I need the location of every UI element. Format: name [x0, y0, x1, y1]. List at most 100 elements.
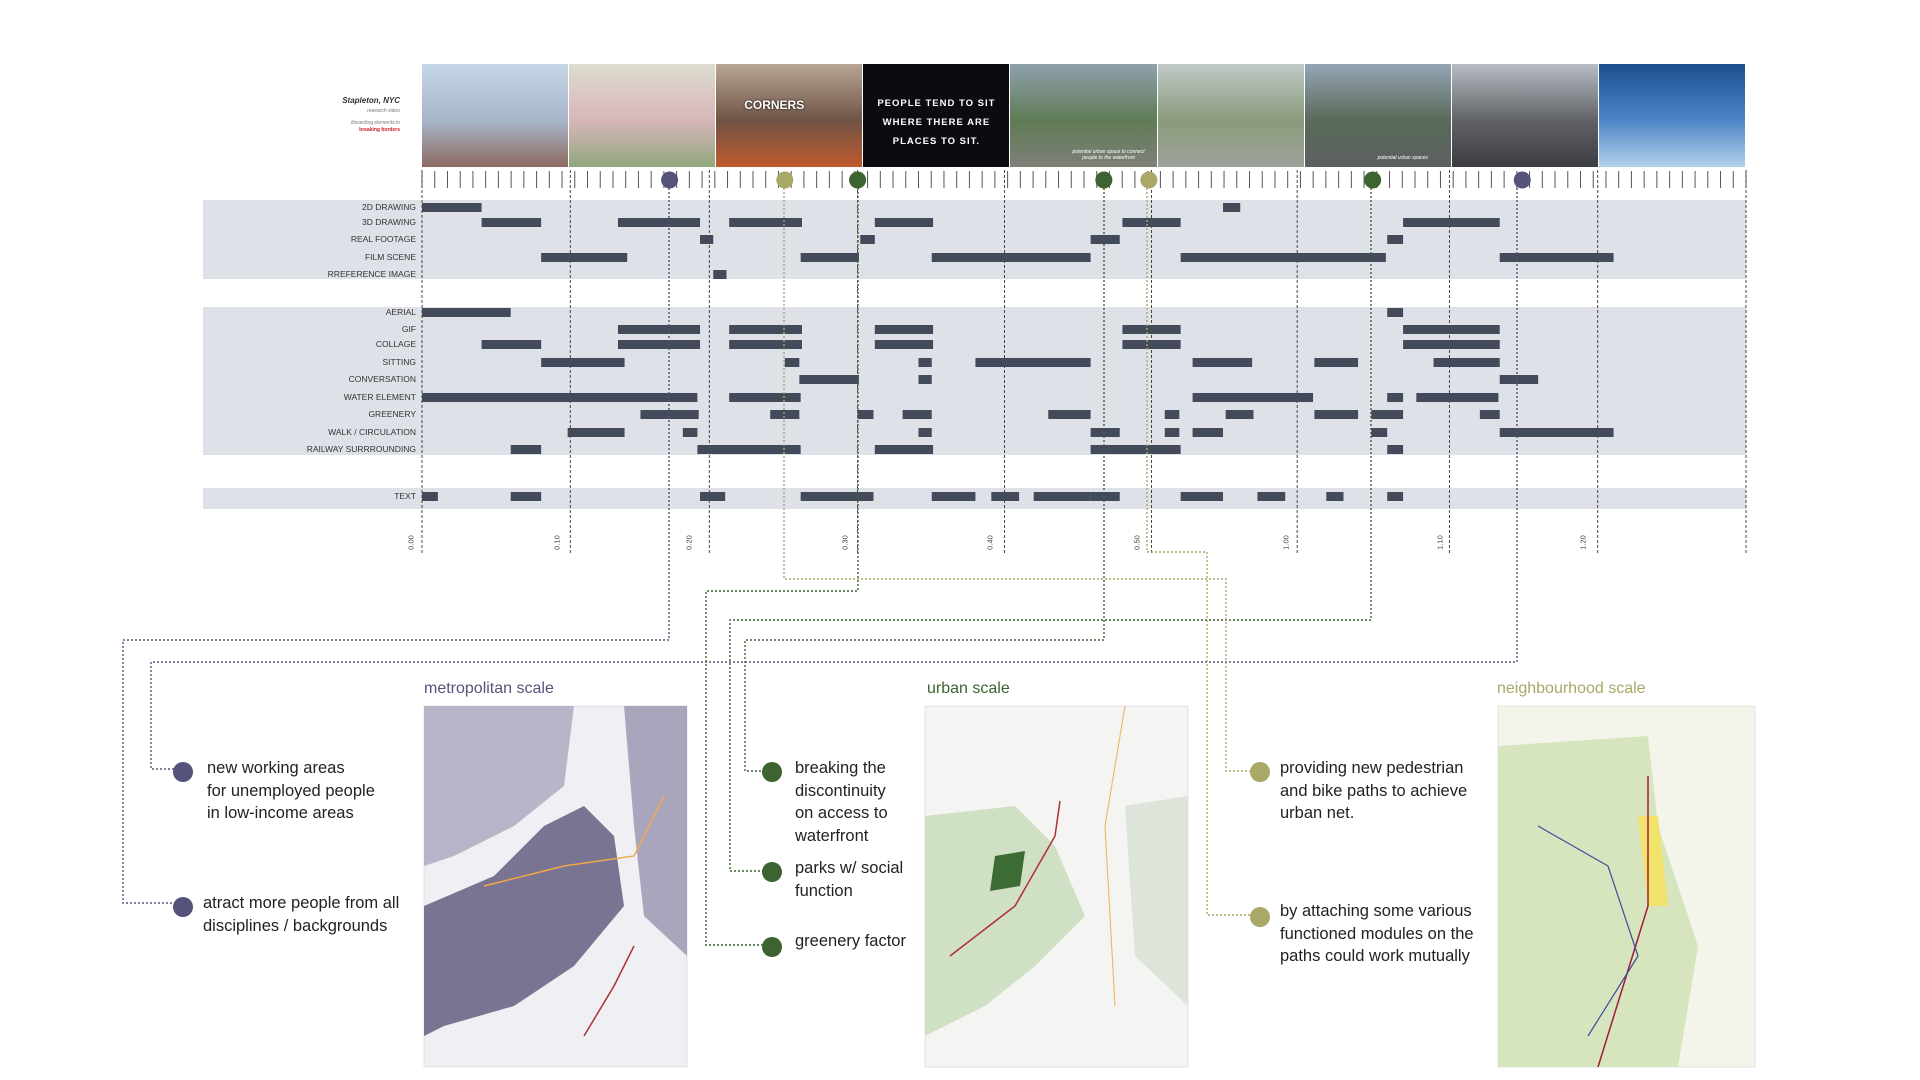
timeline-bar-14 — [800, 492, 874, 501]
timeline-bar-2 — [1090, 235, 1120, 244]
note-bullet-0 — [173, 762, 193, 782]
thumbnail-aerial-city: potential urban spaces — [1304, 64, 1451, 167]
row-label: RREFERENCE IMAGE — [327, 269, 416, 279]
project-subtitle: research video — [367, 108, 400, 114]
row-label: SITTING — [382, 357, 416, 367]
timeline-bar-5 — [422, 308, 511, 317]
note-bullet-1 — [173, 897, 193, 917]
timeline-marker-4 — [1140, 171, 1158, 189]
connector-line-0 — [122, 180, 670, 904]
tick-label: 0.00 — [406, 535, 416, 550]
connector-line-4 — [729, 180, 1372, 872]
timeline-bar-11 — [1314, 410, 1359, 419]
note-line: waterfront — [795, 826, 869, 845]
timeline-bar-8 — [918, 358, 932, 367]
timeline-bar-13 — [510, 445, 542, 454]
map-neighbourhood — [1497, 705, 1756, 1068]
timeline-bar-11 — [640, 410, 699, 419]
timeline-bar-7 — [1403, 340, 1500, 349]
timeline-bar-6 — [874, 325, 934, 334]
timeline-bar-3 — [931, 253, 1091, 262]
timeline-bar-14 — [700, 492, 726, 501]
timeline-marker-2 — [849, 171, 867, 189]
row-label: AERIAL — [385, 307, 416, 317]
thumbnail-corners-street: CORNERS — [716, 64, 863, 167]
timeline-marker-0 — [661, 171, 679, 189]
timeline-bar-12 — [1090, 428, 1120, 437]
timeline-bar-9 — [918, 375, 932, 384]
timeline-bar-13 — [697, 445, 801, 454]
thumbnail-pink-garden — [569, 64, 716, 167]
timeline-bar-10 — [1387, 393, 1404, 402]
note-line: greenery factor — [795, 932, 906, 950]
note-bullet-3 — [762, 862, 782, 882]
note-line: providing new pedestrian — [1280, 759, 1464, 777]
timeline-bar-14 — [1257, 492, 1286, 501]
rail-line — [1597, 776, 1649, 1068]
connector-line-5 — [783, 180, 1254, 772]
project-caption: dissecting elements in — [350, 120, 400, 126]
note-line: functioned modules on the — [1280, 924, 1474, 943]
row-label: REAL FOOTAGE — [350, 234, 416, 244]
timeline-bar-14 — [510, 492, 542, 501]
timeline-bar-8 — [975, 358, 1091, 367]
timeline-bar-11 — [1225, 410, 1254, 419]
note-line: new working areas — [207, 759, 345, 777]
timeline-bar-5 — [1387, 308, 1404, 317]
timeline-bar-2 — [860, 235, 875, 244]
timeline-bar-14 — [991, 492, 1020, 501]
timeline-bar-9 — [1499, 375, 1539, 384]
row-label: WATER ELEMENT — [343, 392, 416, 402]
tick-label: 0.20 — [684, 535, 694, 550]
timeline-bar-11 — [1479, 410, 1500, 419]
route-line — [1104, 705, 1126, 1007]
timeline-bar-1 — [1403, 218, 1500, 227]
timeline-bar-11 — [770, 410, 800, 419]
timeline-bar-6 — [729, 325, 802, 334]
timeline-marker-5 — [1364, 171, 1382, 189]
row-label: CONVERSATION — [348, 374, 416, 384]
route-line — [483, 795, 665, 887]
note-line: paths could work mutually — [1280, 947, 1470, 965]
timeline-marker-6 — [1513, 171, 1531, 189]
tick-label: 0.40 — [985, 535, 995, 550]
thumbnail-caption: potential urban space to connect people … — [1072, 149, 1145, 161]
tick-label: 1.20 — [1578, 535, 1588, 550]
tick-label: 1.00 — [1281, 535, 1291, 550]
project-highlight: breaking borders — [359, 127, 400, 133]
row-band-0 — [203, 200, 1746, 279]
project-sidebar: Stapleton, NYC research video dissecting… — [300, 96, 400, 133]
timeline-bar-7 — [481, 340, 542, 349]
timeline-bar-8 — [541, 358, 625, 367]
timeline-bar-8 — [1433, 358, 1500, 367]
tick-label: 0.50 — [1132, 535, 1142, 550]
timeline-bar-10 — [729, 393, 801, 402]
timeline-bar-7 — [1122, 340, 1181, 349]
note-line: atract more people from all — [203, 894, 400, 912]
thumbnail-text-line: WHERE THERE ARE — [882, 117, 991, 128]
timeline-bar-1 — [481, 218, 542, 227]
thumbnail-blue-hall — [1598, 64, 1745, 167]
land-mass — [424, 706, 574, 866]
timeline-bar-3 — [541, 253, 628, 262]
timeline-bar-14 — [422, 492, 438, 501]
timeline-bar-10 — [1192, 393, 1314, 402]
note-line: discontinuity — [795, 781, 886, 800]
row-label: RAILWAY SURRROUNDING — [306, 444, 416, 454]
rail-line — [583, 945, 635, 1037]
timeline-bar-12 — [918, 428, 932, 437]
timeline-bar-6 — [617, 325, 701, 334]
note-line: in low-income areas — [207, 804, 354, 822]
timeline-bar-1 — [1122, 218, 1181, 227]
connector-line-6 — [1146, 180, 1254, 916]
note-line: urban net. — [1280, 804, 1355, 822]
row-label: FILM SCENE — [364, 252, 416, 262]
note-line: by attaching some various — [1280, 902, 1472, 920]
timeline-bar-14 — [1033, 492, 1091, 501]
map-metropolitan — [423, 705, 688, 1068]
